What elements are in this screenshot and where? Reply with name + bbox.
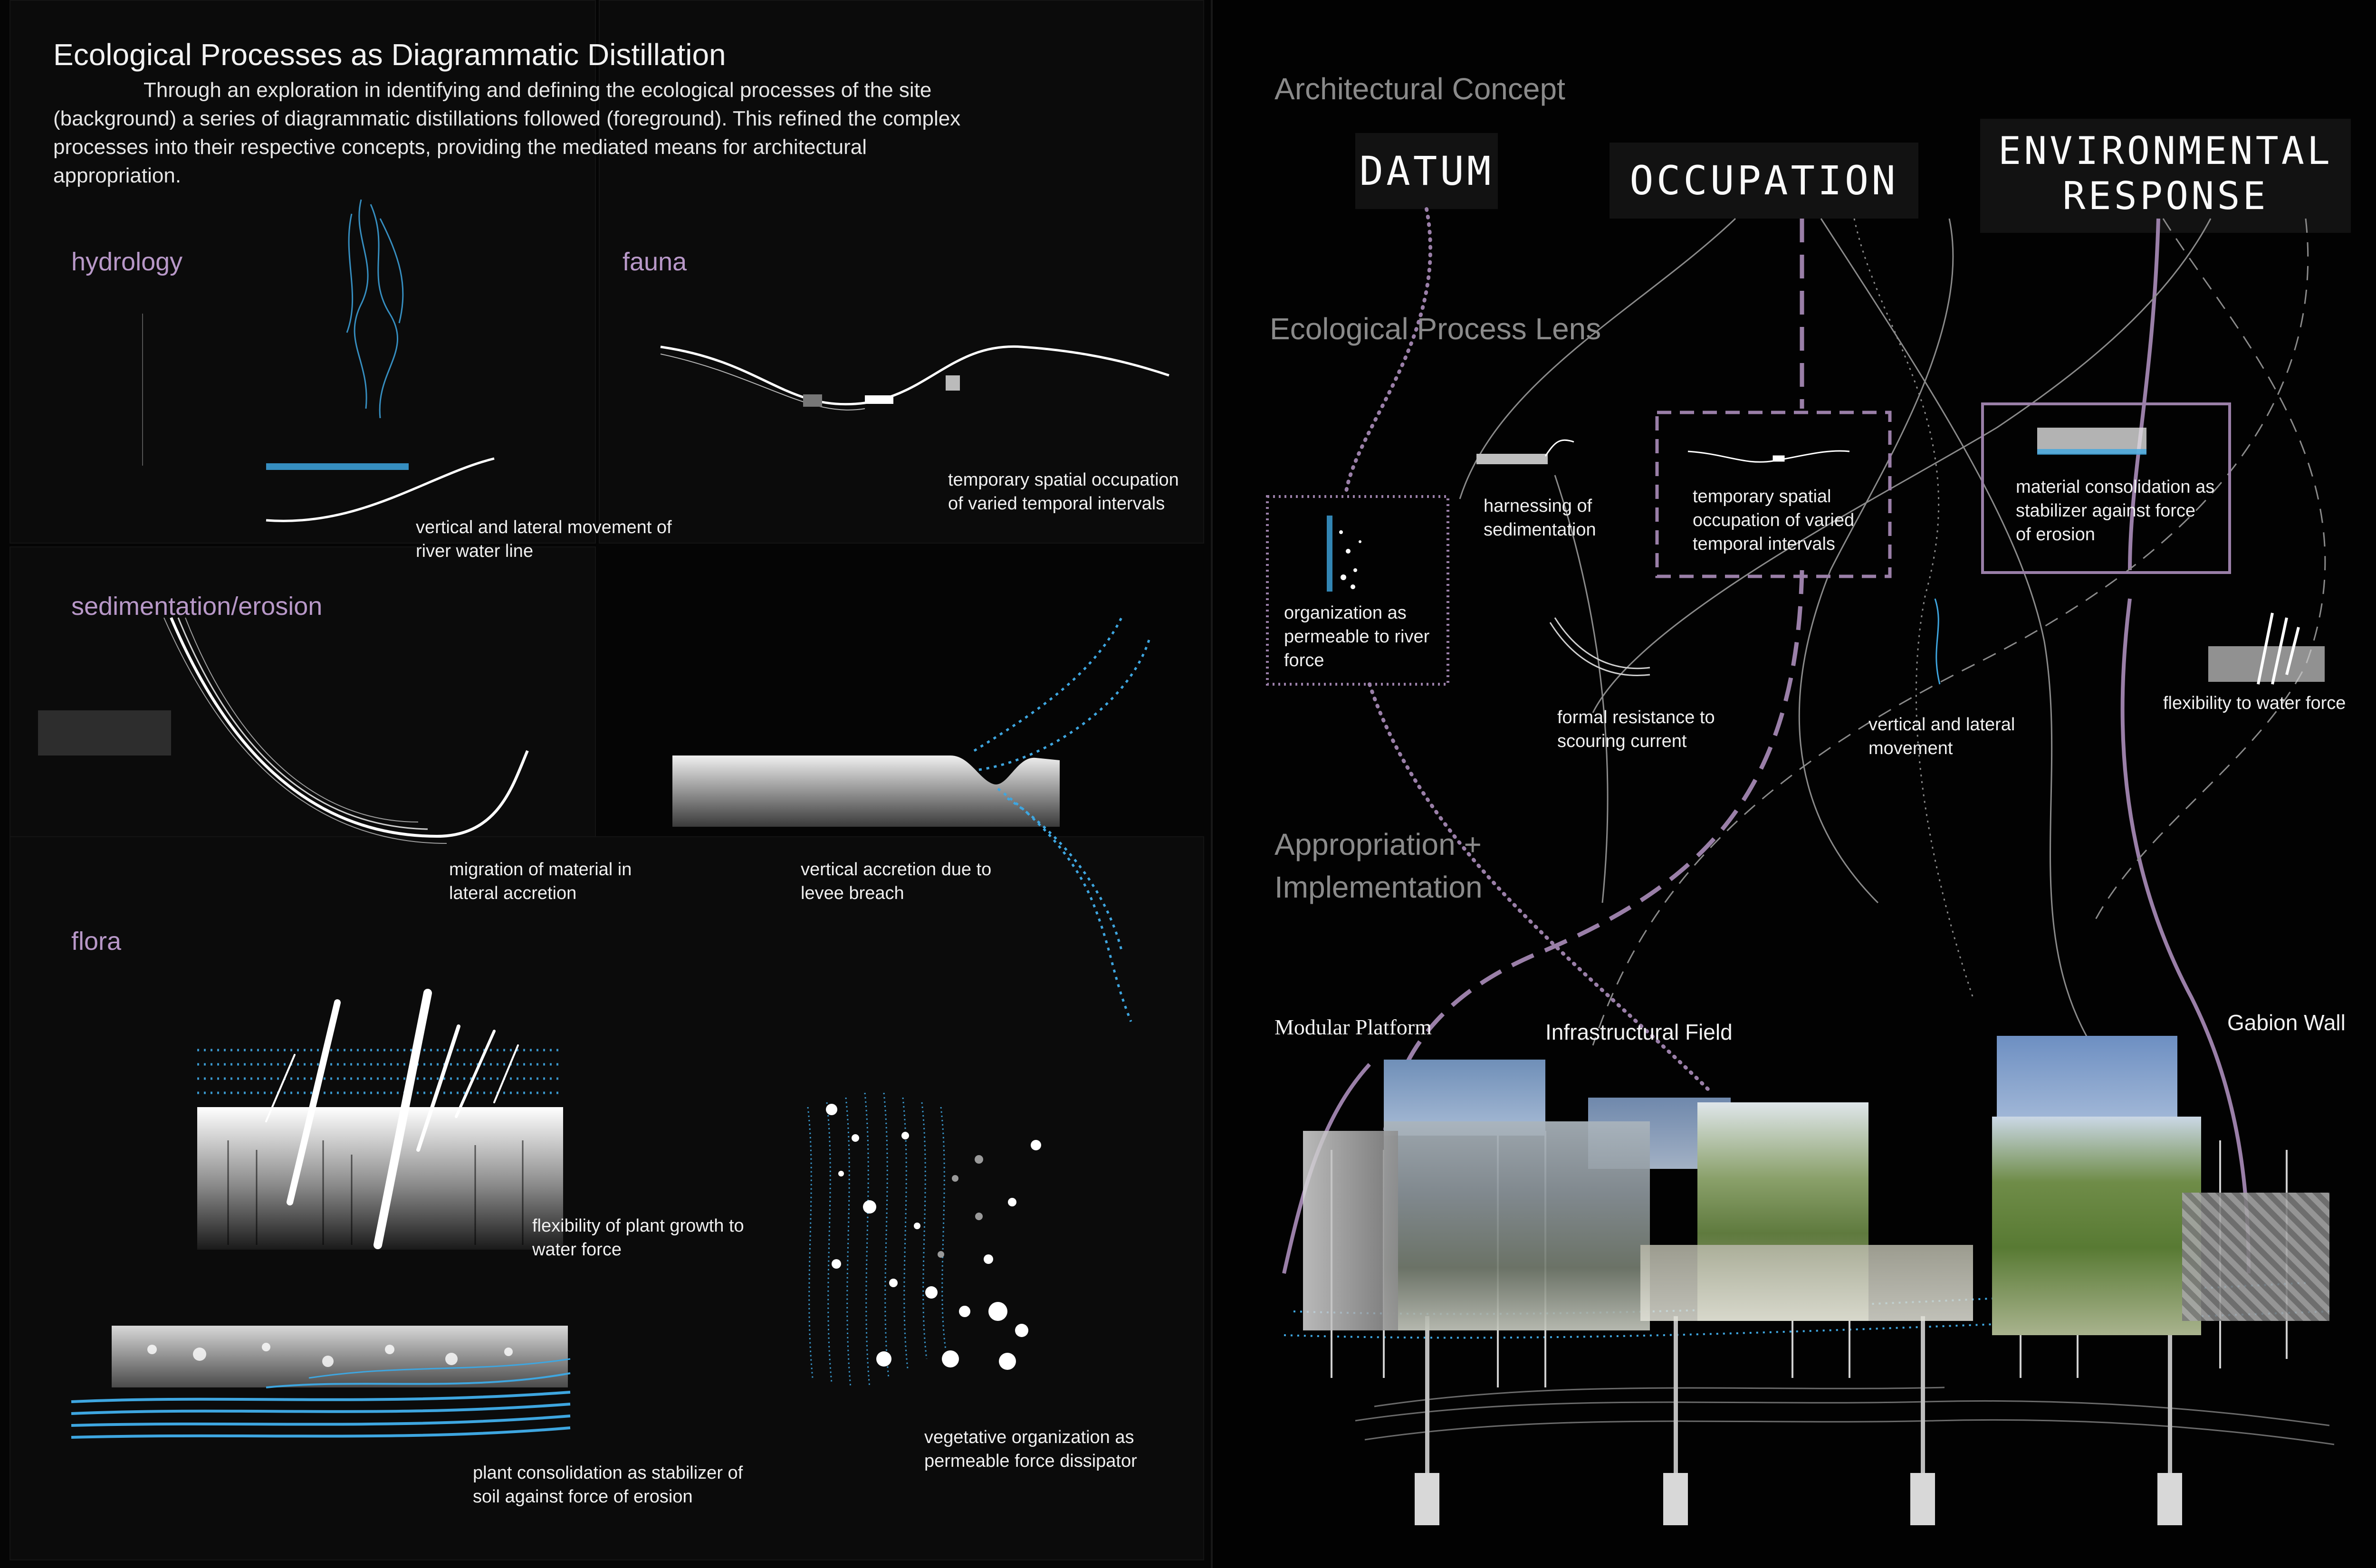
caption-plant-consolidation: plant consolidation as stabilizer of soi…: [473, 1463, 743, 1507]
caption-temporary-occupation: temporary spatial occupation of varied t…: [948, 470, 1179, 514]
lens-label-sedimentation: harnessing of sedimentation: [1484, 496, 1596, 540]
label-gabion-wall: Gabion Wall: [2227, 1010, 2346, 1035]
heading-ecological-process-lens: Ecological Process Lens: [1270, 312, 1601, 346]
environmental-solid-line-lower: [2120, 598, 2251, 1274]
collage-gabion-wall: [2182, 1193, 2329, 1321]
page-fold: [1211, 0, 1214, 1568]
lens-box-material: [1981, 402, 2231, 574]
sedimentation-accretion-curves: [163, 617, 529, 844]
heading-architectural-concept: Architectural Concept: [1274, 72, 1565, 106]
collage-wall-left: [1303, 1131, 1398, 1330]
vegetative-organization-diagram: [807, 1092, 1041, 1388]
concept-environmental-label: ENVIRONMENTAL: [1998, 129, 2333, 173]
lens-graphic-flexibility: [2208, 612, 2325, 685]
datum-dotted-line-lower: [1368, 682, 1714, 1095]
levee-breach-diagram: [672, 617, 1151, 1022]
collage-photo-right: [1992, 1117, 2201, 1335]
collage-path: [1640, 1245, 1973, 1321]
datum-dotted-line: [1344, 207, 1432, 496]
sketch-panel-hydrology: [10, 0, 596, 544]
plant-flexibility-diagram: [197, 989, 563, 1250]
label-modular-platform: Modular Platform: [1274, 1015, 1432, 1039]
lens-label-scouring: formal resistance to scouring current: [1557, 708, 1715, 751]
lens-box-temporary: [1655, 411, 1892, 578]
collage-photo-left: [1384, 1121, 1650, 1330]
lens-graphic-sedimentation: [1476, 439, 1574, 464]
label-infrastructural-field: Infrastructural Field: [1545, 1020, 1733, 1044]
lens-label-temporary: temporary spatial occupation of varied t…: [1693, 487, 1855, 554]
lens-label-material: material consolidation as stabilizer aga…: [2016, 477, 2215, 545]
heading-appropriation: Appropriation +: [1274, 827, 1482, 861]
right-diagram-lines: [1266, 207, 2335, 1525]
right-page: Architectural Concept Ecological Process…: [1213, 0, 2376, 1568]
intro-paragraph: Through an exploration in identifying an…: [53, 78, 961, 187]
sketch-panel-fauna: [599, 0, 1204, 544]
lens-graphic-scouring: [1549, 617, 1650, 676]
lens-box-permeable: [1266, 495, 1449, 686]
collage-footings: [1415, 1473, 2182, 1525]
category-hydrology: hydrology: [71, 248, 183, 276]
category-fauna: fauna: [623, 248, 687, 276]
concept-occupation: OCCUPATION: [1610, 143, 1918, 219]
lens-graphic-material: [2037, 428, 2146, 455]
heading-implementation: Implementation: [1274, 870, 1483, 904]
concept-response-label: RESPONSE: [2062, 174, 2269, 218]
category-flora: flora: [71, 927, 122, 956]
concept-occupation-label: OCCUPATION: [1629, 157, 1898, 204]
lens-graphic-movement: [1934, 598, 1941, 685]
hydrology-water-line: [142, 314, 495, 522]
fauna-occupation-path: [660, 345, 1169, 411]
lens-graphic-permeable: [1327, 516, 1361, 592]
plant-consolidation-diagram: [71, 1326, 571, 1439]
lens-label-flexibility: flexibility to water force: [2163, 693, 2346, 713]
lens-label-permeable: organization as permeable to river force: [1284, 603, 1430, 670]
caption-plant-flexibility: flexibility of plant growth to water for…: [532, 1216, 744, 1260]
left-diagrams: [38, 199, 1169, 1439]
concept-datum: DATUM: [1355, 133, 1498, 209]
collage-sketch-base: [1355, 1386, 2335, 1445]
sedimentation-soil-strip: [38, 710, 171, 755]
caption-levee-breach: vertical accretion due to levee breach: [801, 860, 992, 903]
lens-graphic-temporary: [1687, 450, 1850, 463]
caption-lateral-accretion: migration of material in lateral accreti…: [449, 860, 632, 903]
environmental-solid-line: [2128, 218, 2160, 571]
left-page: Ecological Processes as Diagrammatic Dis…: [10, 0, 1204, 1560]
concept-datum-label: DATUM: [1359, 148, 1494, 194]
caption-river-water-line: vertical and lateral movement of river w…: [416, 517, 672, 561]
caption-vegetative-organization: vegetative organization as permeable for…: [924, 1427, 1137, 1471]
concept-environmental-response: ENVIRONMENTAL RESPONSE: [1980, 119, 2351, 233]
page-title: Ecological Processes as Diagrammatic Dis…: [53, 38, 726, 72]
lens-label-movement: vertical and lateral movement: [1868, 715, 2015, 758]
hydrology-river-strands: [346, 199, 404, 419]
collage-piles: [1425, 1316, 2172, 1473]
category-sedimentation: sedimentation/erosion: [71, 592, 323, 621]
